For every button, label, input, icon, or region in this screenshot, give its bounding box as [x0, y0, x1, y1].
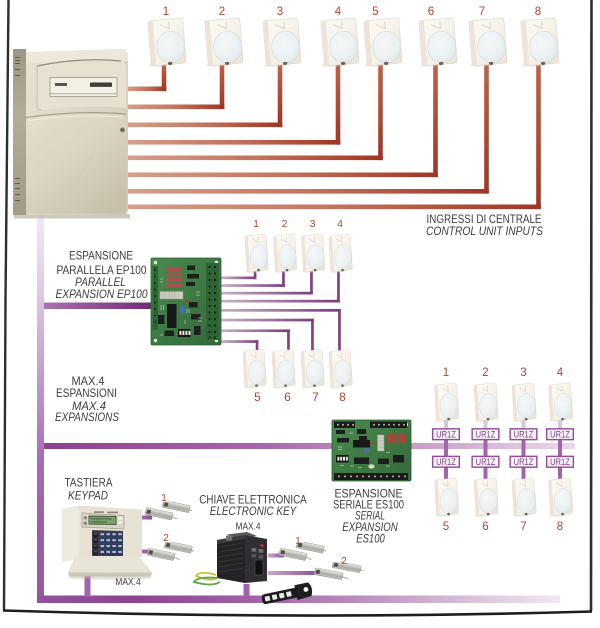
svg-text:EXPANSION: EXPANSION: [342, 522, 398, 534]
svg-text:CHIAVE ELETTRONICA: CHIAVE ELETTRONICA: [199, 495, 307, 507]
svg-text:EXPANSION EP100: EXPANSION EP100: [56, 289, 149, 301]
svg-text:PARALLELA EP100: PARALLELA EP100: [57, 265, 147, 277]
svg-text:5: 5: [443, 521, 449, 533]
svg-text:6: 6: [482, 521, 488, 533]
svg-text:2: 2: [341, 556, 347, 567]
svg-text:2: 2: [219, 6, 225, 18]
svg-text:5: 5: [254, 390, 261, 404]
svg-text:8: 8: [339, 390, 346, 404]
svg-text:TASTIERA: TASTIERA: [65, 478, 113, 490]
svg-text:MAX.4: MAX.4: [236, 521, 261, 533]
svg-text:3: 3: [310, 218, 316, 230]
svg-text:5: 5: [372, 6, 378, 18]
svg-text:6: 6: [428, 6, 434, 18]
svg-text:INGRESSI DI CENTRALE: INGRESSI DI CENTRALE: [427, 214, 542, 226]
svg-text:1: 1: [443, 367, 449, 379]
svg-text:ESPANSIONI: ESPANSIONI: [56, 388, 117, 400]
svg-text:1: 1: [163, 6, 169, 18]
svg-text:4: 4: [335, 6, 342, 18]
svg-text:ELECTRONIC KEY: ELECTRONIC KEY: [210, 506, 298, 518]
svg-text:3: 3: [520, 367, 526, 379]
svg-text:MAX.4: MAX.4: [72, 376, 106, 388]
svg-text:1: 1: [253, 218, 259, 230]
svg-text:1: 1: [161, 493, 167, 504]
svg-text:2: 2: [163, 533, 169, 544]
svg-text:7: 7: [520, 521, 526, 533]
svg-text:3: 3: [277, 6, 283, 18]
svg-text:6: 6: [284, 390, 291, 404]
svg-text:PARALLEL: PARALLEL: [75, 277, 126, 289]
svg-text:8: 8: [535, 6, 541, 18]
svg-text:7: 7: [479, 6, 485, 18]
svg-text:CONTROL UNIT INPUTS: CONTROL UNIT INPUTS: [426, 226, 543, 238]
svg-text:1: 1: [295, 536, 301, 547]
svg-text:ES100: ES100: [356, 534, 385, 546]
svg-text:ESPANSIONE: ESPANSIONE: [69, 251, 133, 263]
svg-text:2: 2: [482, 367, 488, 379]
svg-text:8: 8: [557, 521, 563, 533]
svg-text:SERIAL: SERIAL: [355, 511, 385, 523]
svg-text:7: 7: [312, 390, 319, 404]
svg-text:4: 4: [557, 367, 564, 379]
svg-text:2: 2: [282, 218, 288, 230]
svg-text:4: 4: [337, 218, 343, 230]
svg-text:KEYPAD: KEYPAD: [68, 491, 108, 503]
svg-text:EXPANSIONS: EXPANSIONS: [55, 412, 119, 424]
